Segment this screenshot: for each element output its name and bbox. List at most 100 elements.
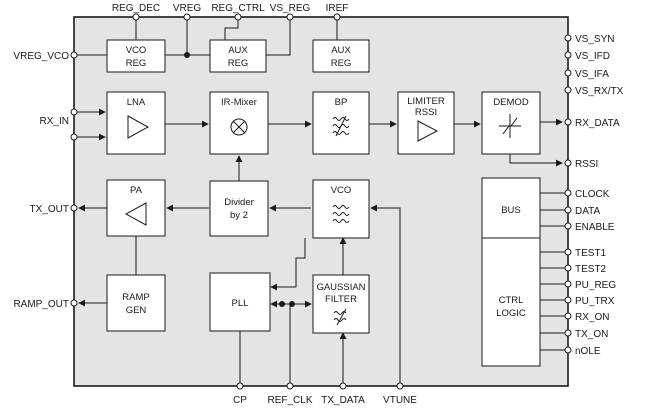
divider-block (209, 180, 269, 237)
pin-rssi (564, 159, 572, 167)
pin-ref-clk (286, 382, 294, 390)
pin-cp-label: CP (233, 395, 247, 406)
pin-reg-ctrl (234, 13, 242, 21)
oscillator-wave-icon (332, 205, 350, 223)
demod-block (481, 91, 541, 155)
ir-mixer-block (209, 91, 269, 155)
pin-vreg-vco-label: VREG_VCO (13, 51, 69, 62)
ir-mixer-label: IR-Mixer (221, 97, 257, 108)
pin-vs-syn-label: VS_SYN (575, 34, 614, 45)
junction-ref-clk-right (289, 301, 295, 307)
lna-label: LNA (127, 97, 146, 108)
pin-test2-label: TEST2 (575, 264, 607, 275)
pin-rx-in-a (70, 108, 78, 116)
pin-data (564, 206, 572, 214)
pin-vtune (396, 382, 404, 390)
vco-block (312, 179, 370, 239)
lna-block (106, 91, 166, 155)
pin-vs-reg-label: VS_REG (270, 3, 311, 14)
right-pins: VS_SYN VS_IFD VS_IFA VS_RX/TX RX_DATA RS… (564, 34, 624, 357)
pin-pu-reg-label: PU_REG (575, 280, 616, 291)
ctrl-logic-label-line2: LOGIC (496, 308, 526, 319)
vco-reg-label-line2: REG (126, 58, 147, 69)
pa-label: PA (130, 185, 143, 196)
pin-vs-ifd (564, 51, 572, 59)
aux-reg-2-block (312, 39, 370, 73)
pin-nole (564, 346, 572, 354)
pin-tx-out-label: TX_OUT (30, 204, 69, 215)
pin-nole-label: nOLE (575, 346, 601, 357)
pin-iref-label: IREF (326, 3, 349, 14)
pin-rx-in-label: RX_IN (40, 116, 69, 127)
pin-vs-rx-tx (564, 86, 572, 94)
pin-ramp-out (70, 299, 78, 307)
bus-label: BUS (501, 205, 521, 216)
pin-test1-label: TEST1 (575, 248, 607, 259)
pin-iref (333, 13, 341, 21)
bus-block (481, 177, 541, 239)
pin-enable (564, 222, 572, 230)
pin-tx-on-label: TX_ON (575, 329, 608, 340)
wires (77, 20, 565, 383)
aux-reg-1-block (209, 39, 267, 73)
mixer-cross-circle-icon (230, 118, 248, 136)
bandpass-wave-icon (332, 115, 350, 137)
aux-reg-2-label-line1: AUX (331, 45, 351, 56)
vco-reg-label-line1: VCO (126, 45, 147, 56)
aux-reg-2-label-line2: REG (331, 58, 352, 69)
junction-ref-clk-left (279, 301, 285, 307)
pll-label: PLL (232, 298, 249, 309)
vco-reg-block (106, 39, 166, 73)
demod-label: DEMOD (493, 97, 529, 108)
pin-vs-reg (286, 13, 294, 21)
bp-label: BP (335, 97, 348, 108)
pin-pu-reg (564, 280, 572, 288)
pin-rx-on (564, 312, 572, 320)
pin-tx-on (564, 329, 572, 337)
top-pins: REG_DEC VREG REG_CTRL VS_REG IREF (112, 3, 349, 21)
junction-vreg (184, 52, 190, 58)
gaussian-filter-block (312, 274, 370, 334)
pin-tx-data-label: TX_DATA (321, 395, 365, 406)
pin-ref-clk-label: REF_CLK (267, 395, 312, 406)
pin-reg-dec (132, 13, 140, 21)
aux-reg-1-label-line1: AUX (228, 45, 248, 56)
pin-vreg (183, 13, 191, 21)
gaussian-label-line2: FILTER (325, 294, 357, 305)
gaussian-label-line1: GAUSSIAN (316, 282, 365, 293)
ctrl-logic-block (481, 237, 541, 367)
bottom-pins: CP REF_CLK TX_DATA VTUNE (233, 382, 417, 406)
aux-reg-1-label-line2: REG (228, 58, 249, 69)
pin-tx-out (70, 204, 78, 212)
pin-clock (564, 189, 572, 197)
pin-vs-ifd-label: VS_IFD (575, 51, 610, 62)
pin-reg-ctrl-label: REG_CTRL (211, 3, 265, 14)
limiter-label-line1: LIMITER (407, 96, 445, 107)
pin-data-label: DATA (575, 206, 601, 217)
divider-label-line1: Divider (224, 197, 254, 208)
pin-vs-ifa (564, 69, 572, 77)
pin-vtune-label: VTUNE (383, 395, 417, 406)
pin-vs-ifa-label: VS_IFA (575, 69, 609, 80)
ramp-gen-block (106, 274, 166, 332)
pin-vreg-vco (70, 51, 78, 59)
ramp-gen-label-line2: GEN (126, 305, 147, 316)
pin-cp (236, 382, 244, 390)
vco-label: VCO (331, 185, 352, 196)
pin-pu-trx-label: PU_TRX (575, 296, 615, 307)
pin-rx-on-label: RX_ON (575, 312, 609, 323)
pin-enable-label: ENABLE (575, 222, 615, 233)
pin-test1 (564, 248, 572, 256)
limiter-label-line2: RSSI (415, 107, 437, 118)
limiter-rssi-block (397, 91, 455, 155)
lna-amplifier-icon (127, 115, 150, 139)
divider-label-line2: by 2 (230, 210, 248, 221)
pin-clock-label: CLOCK (575, 189, 610, 200)
pin-rssi-label: RSSI (575, 159, 598, 170)
pin-reg-dec-label: REG_DEC (112, 3, 160, 14)
ramp-gen-label-line1: RAMP (122, 292, 149, 303)
amplifier-triangle-left-icon (124, 202, 147, 226)
pin-test2 (564, 264, 572, 272)
demodulator-icon (499, 114, 521, 138)
